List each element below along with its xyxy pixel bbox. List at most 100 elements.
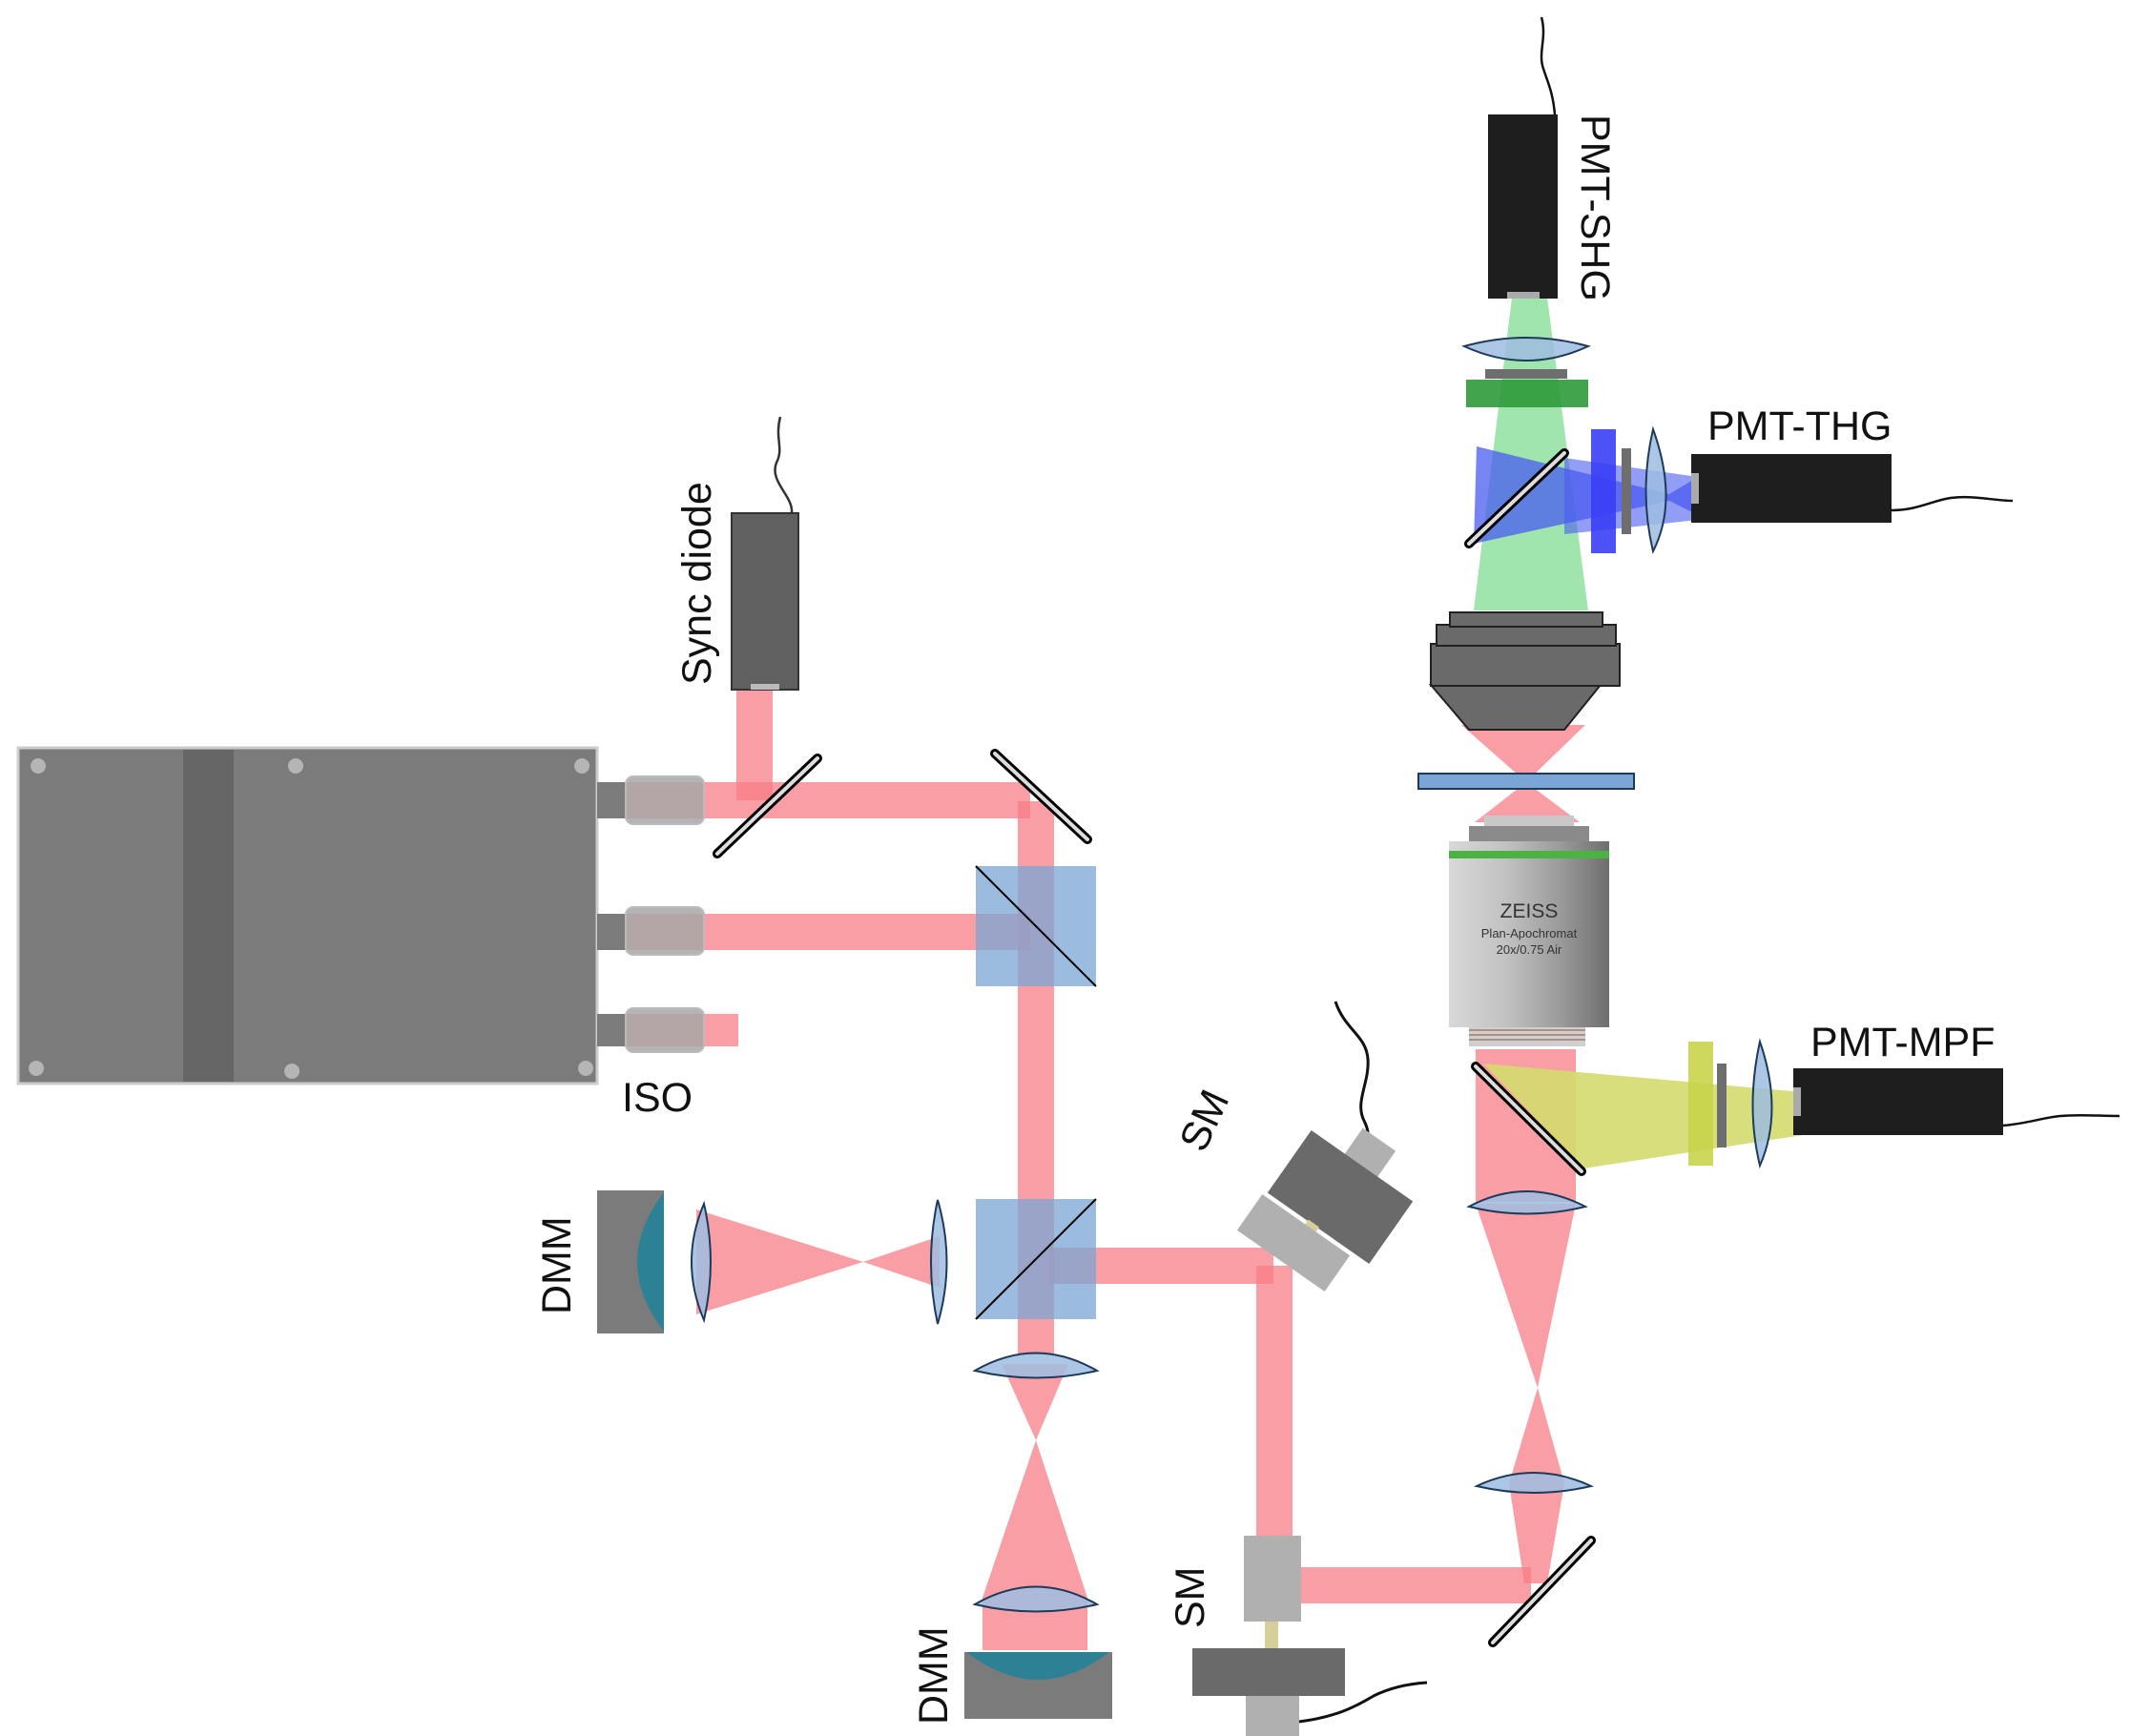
screw-icon [578, 1061, 593, 1076]
filters [1466, 369, 1727, 1166]
isolator [625, 1007, 705, 1053]
objective-spec: 20x/0.75 Air [1497, 942, 1562, 957]
beam-splitter-cube-upper [975, 865, 1097, 987]
lens-scan [1473, 1472, 1595, 1494]
objective-thread-lines [1469, 1029, 1585, 1041]
filter-mpf-grey [1717, 1064, 1727, 1147]
lens-cube-left [930, 1199, 948, 1325]
cable [2002, 1113, 2120, 1127]
sync-diode-window [751, 684, 779, 690]
sample-slide [1417, 773, 1635, 790]
pmt-thg [1691, 454, 2014, 523]
lens-shg [1461, 337, 1591, 362]
cone-dmm-bottom-b [982, 1440, 1087, 1598]
condenser [1428, 611, 1621, 731]
lens-tube-upper [1466, 1190, 1588, 1215]
scan-mirror-lower [1192, 1536, 1428, 1736]
pmt-mpf-body [1793, 1068, 2003, 1135]
laser-housing-band [183, 750, 234, 1082]
filter-mpf-yellow [1688, 1042, 1713, 1166]
scan-mirror-upper [1236, 1001, 1414, 1292]
pmt-mpf-window [1793, 1087, 1801, 1116]
cone-scan-lens-b [1509, 1388, 1564, 1483]
sm-shaft [1265, 1622, 1278, 1650]
pmt-mpf [1793, 1068, 2120, 1135]
mirror-sync-pickoff [713, 754, 822, 858]
pmt-shg-window [1507, 292, 1540, 299]
objective-brand: ZEISS [1500, 900, 1559, 922]
filter-shg-grey [1485, 369, 1567, 379]
condenser-cone [1428, 684, 1603, 731]
screw-icon [31, 758, 46, 774]
label-pmt-thg: PMT-THG [1707, 403, 1892, 449]
laser-source [16, 746, 626, 1085]
isolators [625, 775, 705, 1053]
screw-icon [288, 758, 303, 774]
isolator [625, 906, 705, 956]
objective-model: Plan-Apochromat [1481, 926, 1578, 940]
mirror-upper-right [990, 749, 1092, 844]
label-sm-upper: SM [1171, 1083, 1239, 1158]
dmm-bottom [964, 1652, 1112, 1719]
filter-thg-grey [1622, 448, 1631, 534]
pmt-shg [1488, 16, 1558, 299]
sm-motor-connector [1246, 1696, 1299, 1736]
objective-barrel [1449, 841, 1609, 1027]
condenser-ring [1436, 624, 1617, 647]
lens-mpf [1751, 1038, 1773, 1169]
sync-diode [731, 416, 799, 691]
pmt-thg-body [1691, 454, 1892, 523]
sm-mirror-head [1236, 1194, 1351, 1292]
label-pmt-mpf: PMT-MPF [1810, 1020, 1995, 1065]
focusing-cones [696, 725, 1585, 1650]
cone-scan-lens-a [1476, 1204, 1576, 1388]
isolator [625, 775, 705, 825]
output-port [597, 782, 626, 818]
label-sync-diode: Sync diode [674, 482, 720, 685]
objective-top-ring [1469, 826, 1589, 841]
dmm-bottom-surface [966, 1652, 1109, 1680]
sm-mirror-head [1244, 1536, 1301, 1622]
filter-shg-green [1466, 380, 1588, 407]
screw-icon [29, 1061, 44, 1076]
output-port [597, 1014, 626, 1046]
mirror-fold-bottom-right [1488, 1536, 1596, 1647]
condenser-top [1449, 611, 1603, 628]
sync-diode-body [731, 512, 799, 691]
lens-thg [1644, 425, 1667, 554]
beam-sm-vertical [1256, 1266, 1292, 1585]
sm-motor-body [1192, 1648, 1345, 1696]
beam-splitter-cube-lower [975, 1198, 1097, 1320]
dmm-left [597, 1190, 664, 1333]
beam-sm-to-mirror [1273, 1567, 1531, 1603]
lens-dmm-left [691, 1200, 712, 1324]
mirrors [713, 448, 1596, 1647]
cone-dmm-left-b [863, 1236, 940, 1288]
label-dmm-bottom: DMM [911, 1626, 957, 1725]
lens-below-cube [972, 1352, 1100, 1379]
cable [1540, 16, 1557, 115]
label-pmt-shg: PMT-SHG [1572, 114, 1618, 301]
cable [1298, 1681, 1428, 1724]
objective-front-lens [1484, 816, 1574, 826]
cable [774, 416, 794, 514]
beam-splitter-cubes [975, 865, 1097, 1320]
dichroic-mpf [1471, 1062, 1586, 1176]
screw-icon [574, 758, 589, 774]
beam-into-upper-mirror [1509, 1483, 1564, 1583]
objective-color-band [1449, 851, 1609, 858]
sm-motor-body [1267, 1129, 1414, 1265]
pmt-thg-window [1691, 473, 1699, 504]
label-iso: ISO [622, 1075, 693, 1121]
lenses [691, 337, 1773, 1613]
dmm-left-surface [637, 1192, 664, 1332]
cone-dmm-left-a [696, 1209, 863, 1314]
screw-icon [284, 1064, 300, 1079]
label-sm-lower: SM [1168, 1567, 1213, 1629]
lens-above-dmm-bottom [972, 1585, 1100, 1613]
objective: ZEISS Plan-Apochromat 20x/0.75 Air [1449, 816, 1609, 1046]
output-port [597, 914, 626, 950]
cone-dmm-bottom-a [1002, 1364, 1068, 1440]
cone-sample-focus-a [1461, 725, 1585, 782]
condenser-body [1430, 643, 1621, 687]
